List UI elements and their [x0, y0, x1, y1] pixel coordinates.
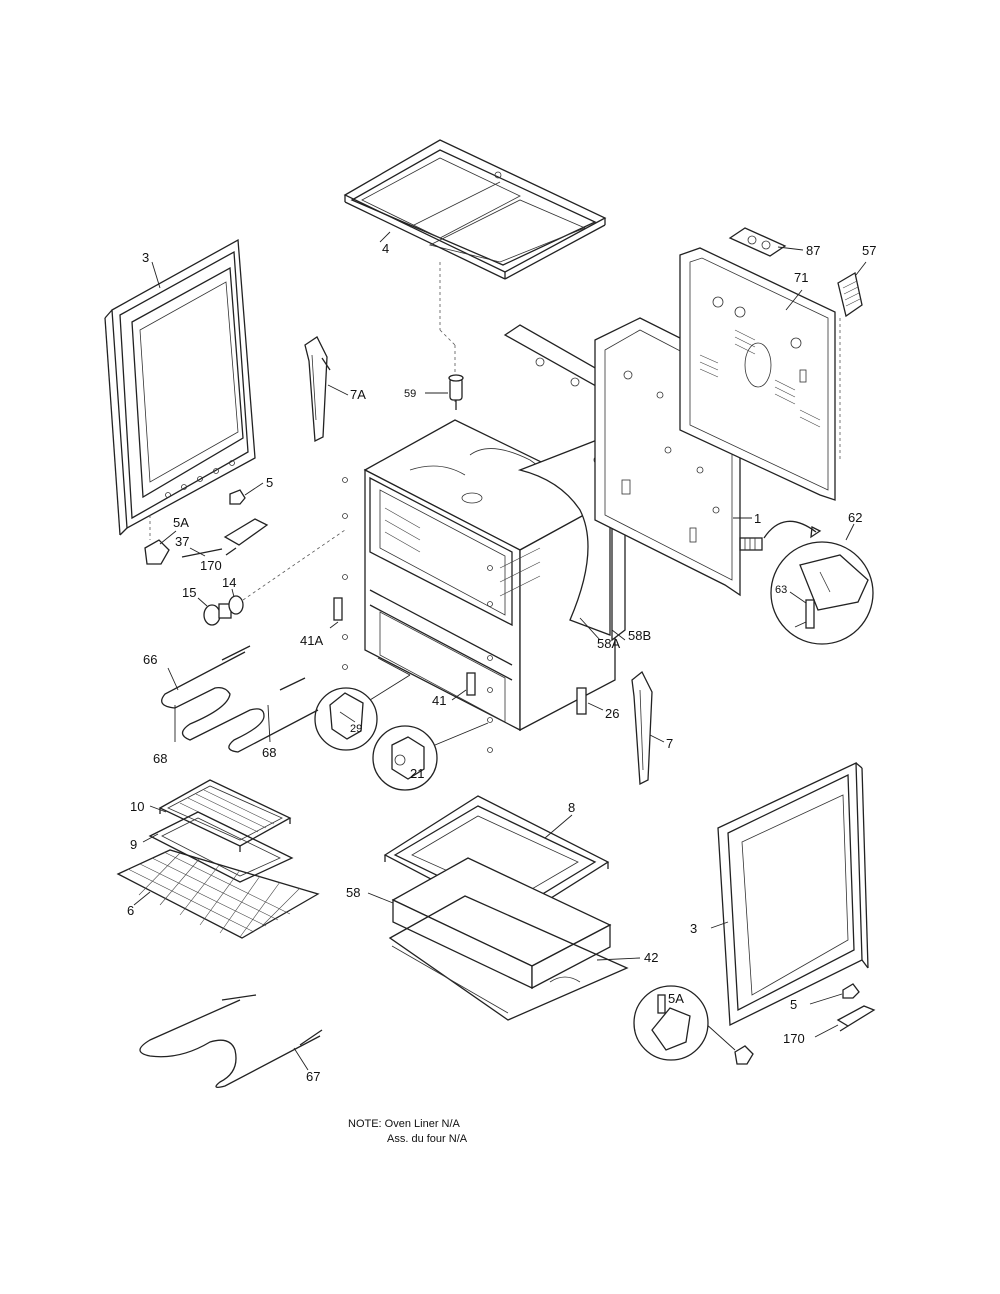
part-26	[576, 687, 587, 715]
label-68-a: 68	[153, 751, 167, 766]
oven-lamp-parts: 15 14	[182, 529, 346, 626]
bake-element-67	[139, 994, 323, 1088]
label-3-left: 3	[142, 250, 149, 265]
part-87-plate	[728, 227, 787, 257]
back-cover-71	[679, 247, 836, 501]
note-line-2: Ass. du four N/A	[387, 1133, 468, 1145]
label-58: 58	[346, 885, 360, 900]
label-14: 14	[222, 575, 236, 590]
sensor-59	[448, 374, 464, 410]
label-4: 4	[382, 241, 389, 256]
label-71: 71	[794, 270, 808, 285]
label-15: 15	[182, 585, 196, 600]
label-7: 7	[666, 736, 673, 751]
callout-21	[372, 722, 489, 791]
oven-cavity-body	[342, 419, 617, 753]
label-8: 8	[568, 800, 575, 815]
drawer-bottom-42	[388, 895, 629, 1021]
clip-41A	[333, 597, 343, 621]
label-5A-left: 5A	[173, 515, 189, 530]
label-57: 57	[862, 243, 876, 258]
label-37: 37	[175, 534, 189, 549]
callout-5A-right	[633, 985, 709, 1061]
broil-element-66	[161, 645, 319, 753]
label-58B: 58B	[628, 628, 651, 643]
label-3-right: 3	[690, 921, 697, 936]
label-41: 41	[432, 693, 446, 708]
hinge-bracket-7A	[304, 336, 331, 443]
door-hinge-parts-right: 5 170	[704, 983, 876, 1065]
clip-41	[466, 672, 476, 696]
label-9: 9	[130, 837, 137, 852]
label-6: 6	[127, 903, 134, 918]
label-63: 63	[775, 584, 787, 596]
label-5A-right: 5A	[668, 991, 684, 1006]
label-58A: 58A	[597, 636, 620, 651]
label-170-right: 170	[783, 1031, 805, 1046]
label-5-right: 5	[790, 997, 797, 1012]
label-67: 67	[306, 1069, 320, 1084]
label-1: 1	[754, 511, 761, 526]
label-10: 10	[130, 799, 144, 814]
callout-29	[314, 657, 411, 751]
hinge-bracket-7	[631, 670, 653, 786]
label-62: 62	[848, 510, 862, 525]
label-26: 26	[605, 706, 619, 721]
label-41A: 41A	[300, 633, 323, 648]
label-21: 21	[410, 766, 424, 781]
right-door-part	[717, 761, 869, 1027]
top-cover-part	[343, 139, 607, 280]
label-42: 42	[644, 950, 658, 965]
note-line-1: NOTE: Oven Liner N/A	[348, 1118, 461, 1130]
label-7A: 7A	[350, 387, 366, 402]
part-57-cover	[837, 271, 863, 318]
broil-pan-grid-10	[158, 779, 292, 852]
terminal-block-62	[739, 520, 874, 645]
label-59: 59	[404, 388, 416, 400]
label-66: 66	[143, 652, 157, 667]
label-68-b: 68	[262, 745, 276, 760]
label-170-left: 170	[200, 558, 222, 573]
label-29: 29	[350, 723, 362, 735]
label-5-left: 5	[266, 475, 273, 490]
label-87: 87	[806, 243, 820, 258]
door-hinge-parts-left: 5 5A 37 170	[144, 475, 273, 573]
left-door-part	[104, 238, 256, 536]
oven-rack-6	[116, 849, 320, 939]
